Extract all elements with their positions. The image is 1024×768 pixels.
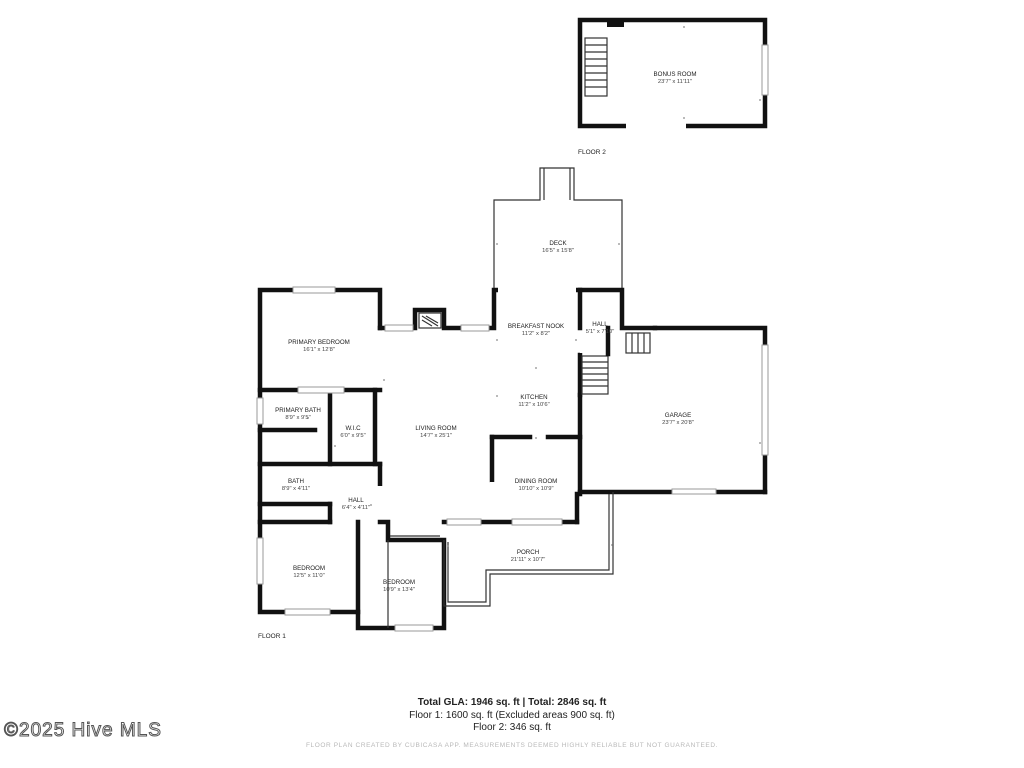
- bedroom-2-name: BEDROOM: [383, 579, 415, 586]
- kitchen-dims: 11'2" x 10'6": [518, 402, 549, 408]
- floor2-plan: BONUS ROOM 23'7" x 11'11" FLOOR 2: [577, 17, 769, 156]
- door-openings: [377, 287, 586, 518]
- living-room-name: LIVING ROOM: [415, 425, 456, 432]
- primary-bedroom-dims: 16'1" x 12'8": [303, 347, 335, 353]
- hall-upper-dims: 5'1" x 7'10": [586, 329, 615, 335]
- hall-lower-name: HALL: [348, 497, 364, 504]
- bedroom-1-name: BEDROOM: [293, 565, 325, 572]
- reference-markers: [307, 339, 613, 547]
- disclaimer: FLOOR PLAN CREATED BY CUBICASA APP. MEAS…: [305, 742, 719, 749]
- area-floor1: Floor 1: 1600 sq. ft (Excluded areas 900…: [409, 710, 615, 721]
- deck-area: DECK 16'5" x 15'8": [493, 167, 623, 290]
- interior-walls: [257, 352, 583, 628]
- porch-name: PORCH: [517, 549, 539, 556]
- garage-walls: [577, 325, 769, 495]
- floor-plan-drawing: BONUS ROOM 23'7" x 11'11" FLOOR 2 DECK 1…: [256, 17, 769, 640]
- watermark: ©2025 Hive MLS: [4, 720, 162, 742]
- living-room-dims: 14'7" x 25'1": [420, 433, 452, 439]
- bath-dims: 8'9" x 4'11": [282, 486, 310, 492]
- hall-upper-name: HALL: [592, 321, 608, 328]
- wic-dims: 6'0" x 9'5": [340, 433, 365, 439]
- primary-bath-name: PRIMARY BATH: [275, 407, 321, 414]
- breakfast-nook-name: BREAKFAST NOOK: [508, 323, 565, 330]
- windows: [256, 286, 563, 632]
- bath-name: BATH: [288, 478, 304, 485]
- fireplace: [418, 312, 442, 329]
- room-labels: BREAKFAST NOOK 11'2" x 8'2" HALL 5'1" x …: [275, 321, 694, 593]
- hall-lower-dims: 6'4" x 4'11": [342, 505, 370, 511]
- breakfast-nook-dims: 11'2" x 8'2": [522, 331, 550, 337]
- porch-dims: 21'11" x 10'7": [511, 557, 546, 563]
- deck-name: DECK: [549, 240, 567, 247]
- floor2-label: FLOOR 2: [578, 149, 606, 156]
- deck-dims: 16'5" x 15'8": [542, 248, 574, 254]
- bonus-room-stairs: [584, 37, 608, 97]
- wic-name: W.I.C: [345, 425, 361, 432]
- bedroom-2-dims: 10'9" x 13'4": [383, 587, 415, 593]
- bedroom-1-dims: 12'5" x 11'0": [293, 573, 324, 579]
- dining-room-name: DINING ROOM: [515, 478, 558, 485]
- interior-stairs: [581, 332, 651, 395]
- bonus-room-chimney: [607, 18, 624, 27]
- kitchen-name: KITCHEN: [520, 394, 547, 401]
- bonus-room-dims: 23'7" x 11'11": [658, 79, 692, 85]
- area-total: Total GLA: 1946 sq. ft | Total: 2846 sq.…: [417, 697, 607, 708]
- garage-name: GARAGE: [665, 412, 691, 419]
- area-floor2: Floor 2: 346 sq. ft: [473, 722, 551, 733]
- bonus-room-name: BONUS ROOM: [654, 71, 697, 78]
- floor1-label: FLOOR 1: [258, 633, 286, 640]
- dining-room-dims: 10'10" x 10'9": [518, 486, 553, 492]
- garage-dims: 23'7" x 20'8": [662, 420, 694, 426]
- porch-area: [443, 492, 614, 607]
- floor1-plan: DECK 16'5" x 15'8": [256, 167, 769, 640]
- primary-bath-dims: 8'9" x 9'5": [285, 415, 310, 421]
- primary-bedroom-name: PRIMARY BEDROOM: [288, 339, 350, 346]
